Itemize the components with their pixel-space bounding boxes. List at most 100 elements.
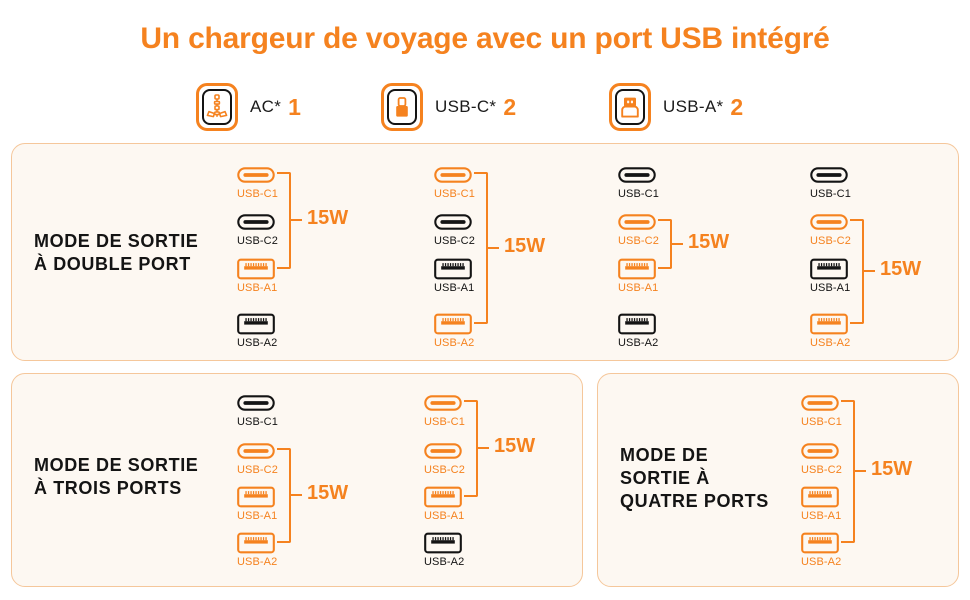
port-usb-c1: USB-C1 <box>801 392 842 428</box>
legend-label: AC* <box>250 97 282 116</box>
wattage-label: 15W <box>307 207 349 230</box>
legend-label: USB-C* <box>435 97 497 116</box>
legend-item-ac: AC* 1 <box>196 82 301 132</box>
power-bracket <box>277 172 291 269</box>
port-usb-a2: USB-A2 <box>237 532 277 568</box>
port-usb-c2: USB-C2 <box>801 440 842 476</box>
wattage-label: 15W <box>880 258 922 281</box>
usb-c-port-icon <box>810 211 851 233</box>
power-bracket <box>658 219 672 269</box>
usb-c-port-icon <box>618 211 659 233</box>
port-label: USB-A2 <box>237 337 278 349</box>
wattage-label: 15W <box>871 458 913 481</box>
port-label: USB-A1 <box>801 510 842 522</box>
usb-a-port-icon <box>434 258 474 280</box>
usb-a-port-icon <box>801 532 841 554</box>
port-usb-c2: USB-C2 <box>618 211 659 247</box>
bracket-tick <box>291 219 302 222</box>
port-label: USB-C2 <box>237 464 278 476</box>
usb-a-port-icon <box>618 313 658 335</box>
usb-a-port-icon <box>424 486 464 508</box>
port-usb-c2: USB-C2 <box>237 211 278 247</box>
power-bracket <box>474 172 488 324</box>
legend-item-usb-a: USB-A* 2 <box>609 82 743 132</box>
port-label: USB-A1 <box>424 510 465 522</box>
ac-plug-icon <box>196 83 238 131</box>
panel-title: MODE DE SORTIE À DOUBLE PORT <box>34 231 199 274</box>
power-bracket <box>841 400 855 543</box>
port-usb-a1: USB-A1 <box>618 258 658 294</box>
usb-c-port-icon <box>237 164 278 186</box>
bracket-tick <box>864 270 875 273</box>
legend-count: 2 <box>503 93 517 120</box>
port-usb-c2: USB-C2 <box>810 211 851 247</box>
port-label: USB-C1 <box>237 416 278 428</box>
port-label: USB-A2 <box>801 556 842 568</box>
wattage-label: 15W <box>688 230 730 253</box>
usb-a-port-icon <box>801 486 841 508</box>
usb-c-port-icon <box>237 392 278 414</box>
port-usb-a1: USB-A1 <box>434 258 474 294</box>
wattage-label: 15W <box>494 435 536 458</box>
port-label: USB-A2 <box>237 556 278 568</box>
port-usb-c1: USB-C1 <box>434 164 475 200</box>
bracket-tick <box>855 470 866 473</box>
legend-item-usb-c: USB-C* 2 <box>381 82 516 132</box>
usb-a-port-icon <box>810 313 850 335</box>
bracket-tick <box>478 447 489 450</box>
port-label: USB-C2 <box>618 235 659 247</box>
legend-count: 1 <box>288 93 301 120</box>
power-bracket <box>464 400 478 497</box>
usb-a-port-icon <box>237 258 277 280</box>
port-usb-a1: USB-A1 <box>237 258 277 294</box>
usb-c-port-icon <box>434 211 475 233</box>
port-label: USB-C1 <box>434 188 475 200</box>
port-usb-c2: USB-C2 <box>424 440 465 476</box>
port-label: USB-C1 <box>237 188 278 200</box>
port-label: USB-A1 <box>237 510 278 522</box>
usb-a-port-icon <box>434 313 474 335</box>
usb-a-port-icon <box>424 532 464 554</box>
port-label: USB-A2 <box>810 337 851 349</box>
port-label: USB-A1 <box>434 282 475 294</box>
port-usb-a1: USB-A1 <box>424 486 464 522</box>
power-bracket <box>277 448 291 543</box>
port-label: USB-A1 <box>237 282 278 294</box>
port-label: USB-A1 <box>810 282 851 294</box>
port-usb-c1: USB-C1 <box>618 164 659 200</box>
legend-label: USB-A* <box>663 97 724 116</box>
usb-c-port-icon <box>434 164 475 186</box>
usb-a-port-icon <box>810 258 850 280</box>
bracket-tick <box>291 494 302 497</box>
port-usb-a2: USB-A2 <box>237 313 277 349</box>
port-usb-a2: USB-A2 <box>801 532 841 568</box>
usb-c-port-icon <box>424 440 465 462</box>
port-usb-a1: USB-A1 <box>810 258 850 294</box>
usb-c-port-icon <box>810 164 851 186</box>
legend-count: 2 <box>730 93 744 120</box>
usb-a-port-icon <box>618 258 658 280</box>
usb-c-port-icon <box>801 392 842 414</box>
page-title: Un chargeur de voyage avec un port USB i… <box>140 22 830 55</box>
port-label: USB-C1 <box>424 416 465 428</box>
legend-row: AC* 1 USB-C* 2 USB-A* 2 <box>0 82 970 134</box>
usb-c-icon <box>381 83 423 131</box>
usb-a-port-icon <box>237 486 277 508</box>
port-label: USB-C2 <box>801 464 842 476</box>
usb-c-port-icon <box>237 440 278 462</box>
port-label: USB-C1 <box>618 188 659 200</box>
port-usb-c1: USB-C1 <box>237 392 278 428</box>
port-usb-c1: USB-C1 <box>424 392 465 428</box>
port-label: USB-A2 <box>434 337 475 349</box>
wattage-label: 15W <box>307 482 349 505</box>
port-label: USB-C2 <box>434 235 475 247</box>
port-label: USB-C2 <box>810 235 851 247</box>
port-usb-a2: USB-A2 <box>424 532 464 568</box>
port-usb-a2: USB-A2 <box>810 313 850 349</box>
port-usb-c2: USB-C2 <box>434 211 475 247</box>
port-label: USB-C1 <box>810 188 851 200</box>
port-usb-c1: USB-C1 <box>810 164 851 200</box>
port-usb-c1: USB-C1 <box>237 164 278 200</box>
